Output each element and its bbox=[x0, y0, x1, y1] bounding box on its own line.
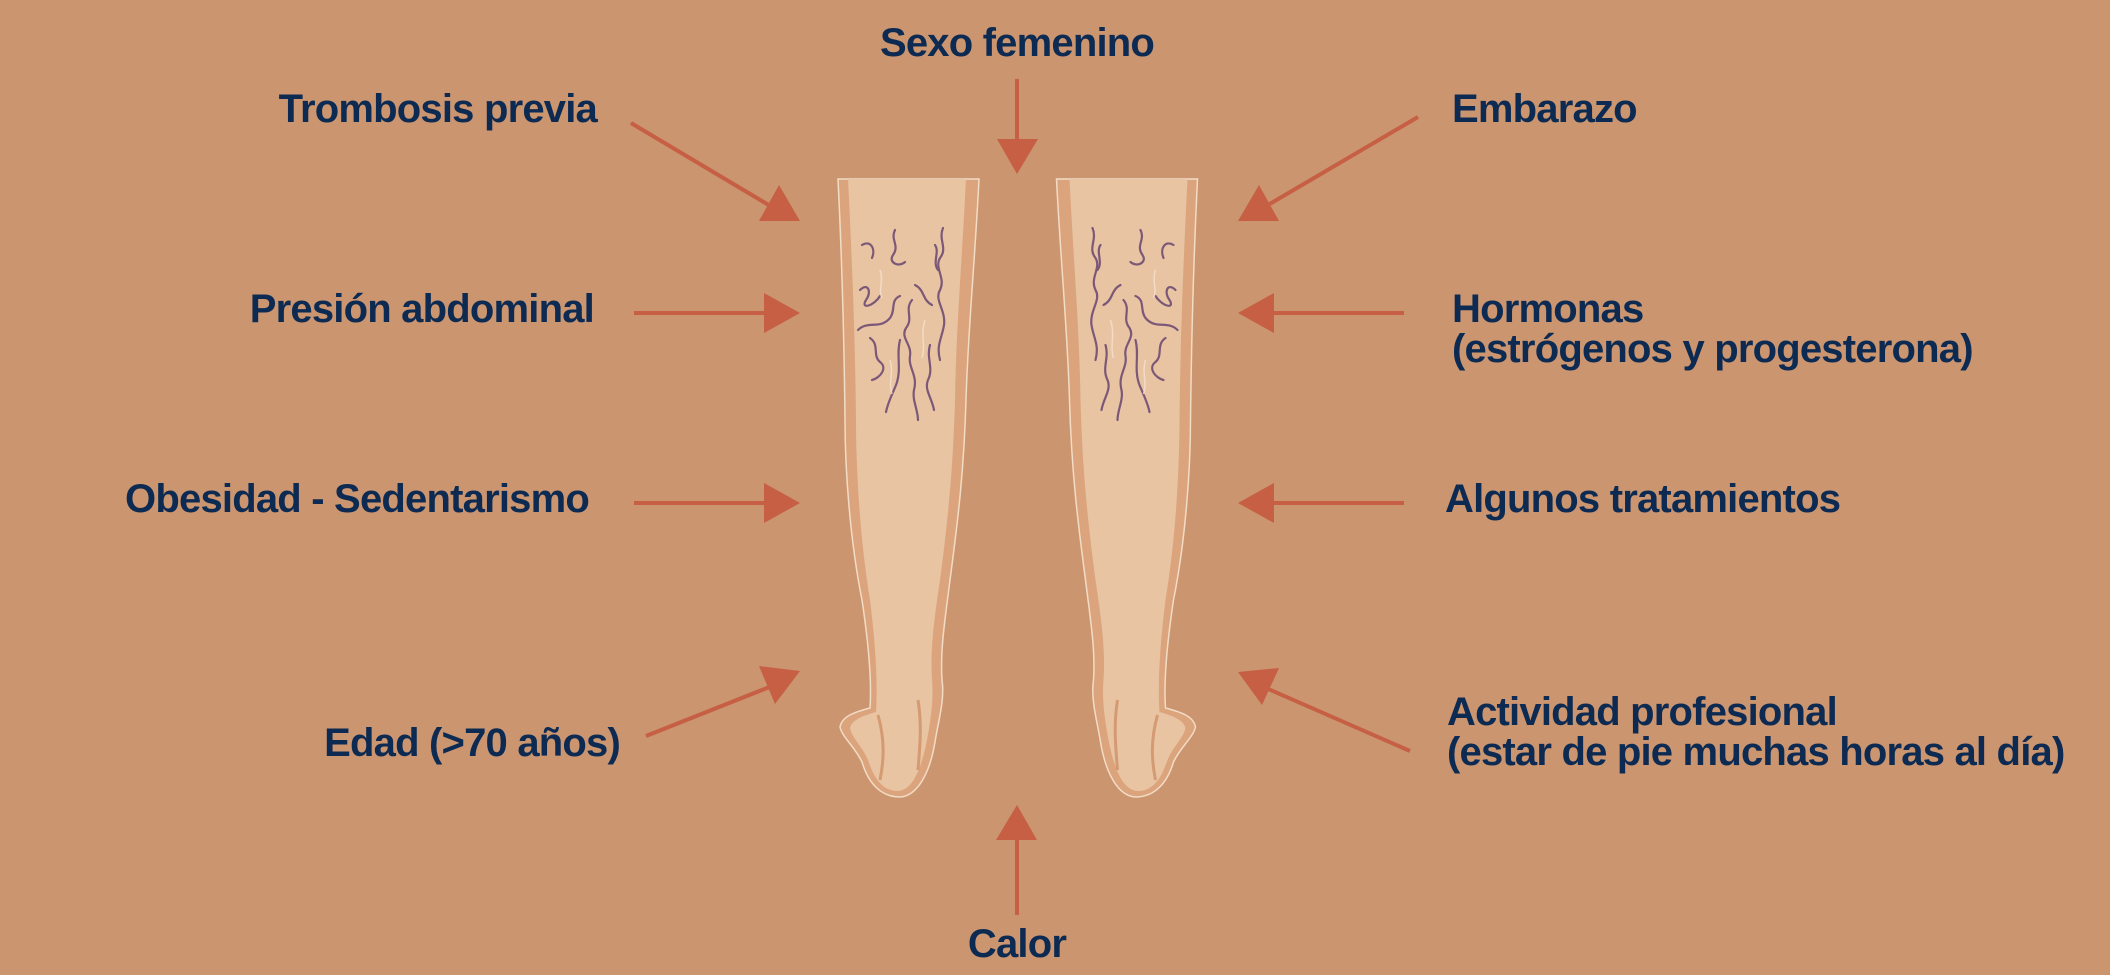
label-embarazo: Embarazo bbox=[1452, 87, 1638, 131]
arrow-embarazo bbox=[1238, 115, 1420, 221]
right-leg-illustration bbox=[1055, 177, 1199, 799]
label-hormonas-line2: (estrógenos y progesterona) bbox=[1452, 327, 1974, 371]
label-hormonas-line1: Hormonas bbox=[1452, 287, 1644, 331]
arrow-tratamientos bbox=[1238, 483, 1404, 523]
arrow-obesidad bbox=[634, 483, 800, 523]
label-algunos-tratamientos: Algunos tratamientos bbox=[1445, 477, 1841, 521]
label-actividad-line2: (estar de pie muchas horas al día) bbox=[1447, 730, 2065, 774]
arrow-bottom bbox=[996, 805, 1037, 915]
label-actividad-line1: Actividad profesional bbox=[1447, 690, 1838, 734]
arrow-edad bbox=[645, 666, 800, 738]
label-sexo-femenino: Sexo femenino bbox=[879, 21, 1155, 65]
left-leg-illustration bbox=[836, 177, 981, 799]
arrow-hormonas bbox=[1238, 293, 1404, 333]
arrow-trombosis bbox=[629, 121, 800, 221]
arrow-actividad bbox=[1238, 668, 1411, 753]
label-actividad-profesional: Actividad profesional (estar de pie much… bbox=[1447, 690, 2065, 774]
label-obesidad-sedentarismo: Obesidad - Sedentarismo bbox=[125, 477, 590, 521]
label-trombosis-previa: Trombosis previa bbox=[278, 87, 598, 131]
label-hormonas: Hormonas (estrógenos y progesterona) bbox=[1452, 287, 1974, 371]
label-tratamientos-text: Algunos tratamientos bbox=[1445, 477, 1841, 521]
label-embarazo-text: Embarazo bbox=[1452, 87, 1638, 131]
arrow-presion bbox=[634, 293, 800, 333]
arrow-top bbox=[997, 79, 1038, 174]
label-edad: Edad (>70 años) bbox=[324, 721, 621, 765]
label-presion-abdominal: Presión abdominal bbox=[249, 287, 595, 331]
label-calor: Calor bbox=[967, 922, 1067, 966]
